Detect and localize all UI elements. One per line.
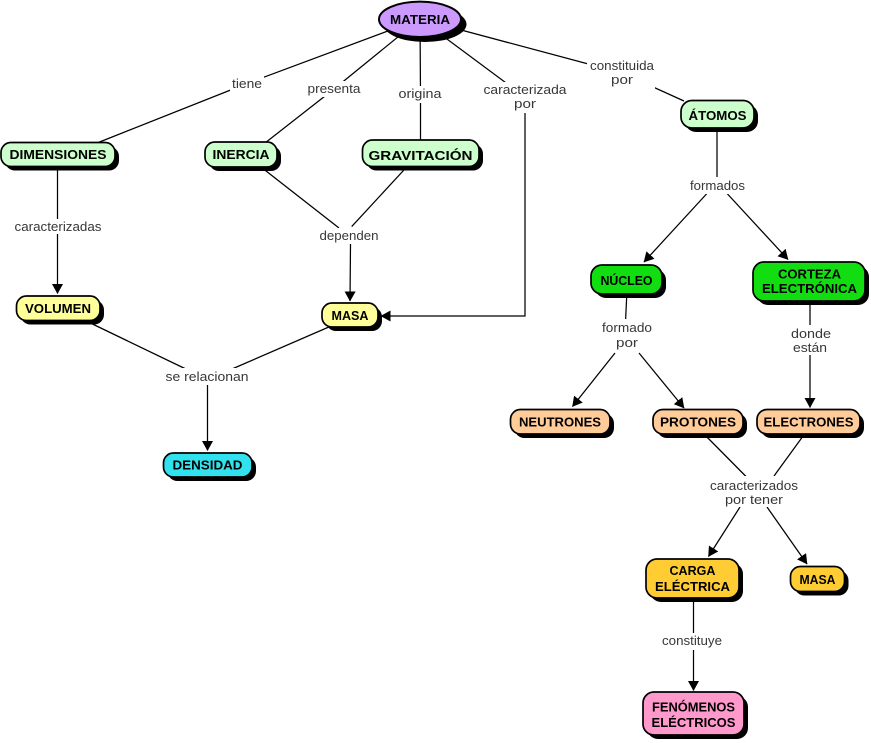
svg-text:se relacionan: se relacionan [166, 370, 249, 384]
svg-text:ELECTRONES: ELECTRONES [764, 416, 854, 430]
svg-text:dependen: dependen [320, 229, 379, 243]
svg-text:presenta: presenta [308, 82, 361, 96]
svg-text:por: por [611, 73, 633, 87]
svg-text:PROTONES: PROTONES [660, 416, 736, 430]
svg-text:por: por [616, 336, 638, 350]
svg-text:caracterizada: caracterizada [484, 83, 567, 97]
svg-text:ELECTRÓNICA: ELECTRÓNICA [762, 281, 857, 296]
svg-text:DIMENSIONES: DIMENSIONES [10, 148, 107, 162]
svg-text:CORTEZA: CORTEZA [778, 268, 841, 282]
svg-text:caracterizados: caracterizados [710, 479, 798, 493]
svg-text:MATERIA: MATERIA [390, 13, 450, 27]
svg-text:NÚCLEO: NÚCLEO [601, 273, 653, 288]
svg-text:DENSIDAD: DENSIDAD [173, 459, 243, 473]
svg-text:constituida: constituida [590, 59, 654, 73]
svg-text:MASA: MASA [332, 309, 369, 323]
svg-text:VOLUMEN: VOLUMEN [25, 302, 91, 316]
svg-text:por tener: por tener [725, 493, 783, 507]
svg-text:ELÉCTRICA: ELÉCTRICA [655, 579, 730, 594]
svg-text:constituye: constituye [662, 634, 722, 648]
svg-text:por: por [514, 97, 536, 111]
svg-text:ELÉCTRICOS: ELÉCTRICOS [652, 715, 736, 730]
svg-text:donde: donde [791, 327, 831, 341]
svg-text:tiene: tiene [232, 77, 262, 91]
svg-text:origina: origina [399, 87, 442, 101]
svg-text:FENÓMENOS: FENÓMENOS [652, 700, 735, 715]
svg-text:están: están [793, 341, 827, 355]
svg-text:caracterizadas: caracterizadas [15, 220, 102, 234]
svg-text:CARGA: CARGA [670, 564, 716, 578]
svg-text:formado: formado [602, 321, 652, 335]
svg-text:MASA: MASA [800, 573, 836, 587]
svg-text:GRAVITACIÓN: GRAVITACIÓN [369, 148, 473, 163]
svg-text:ÁTOMOS: ÁTOMOS [689, 108, 747, 123]
svg-text:INERCIA: INERCIA [213, 148, 270, 162]
svg-text:formados: formados [690, 179, 745, 193]
svg-text:NEUTRONES: NEUTRONES [519, 416, 601, 430]
